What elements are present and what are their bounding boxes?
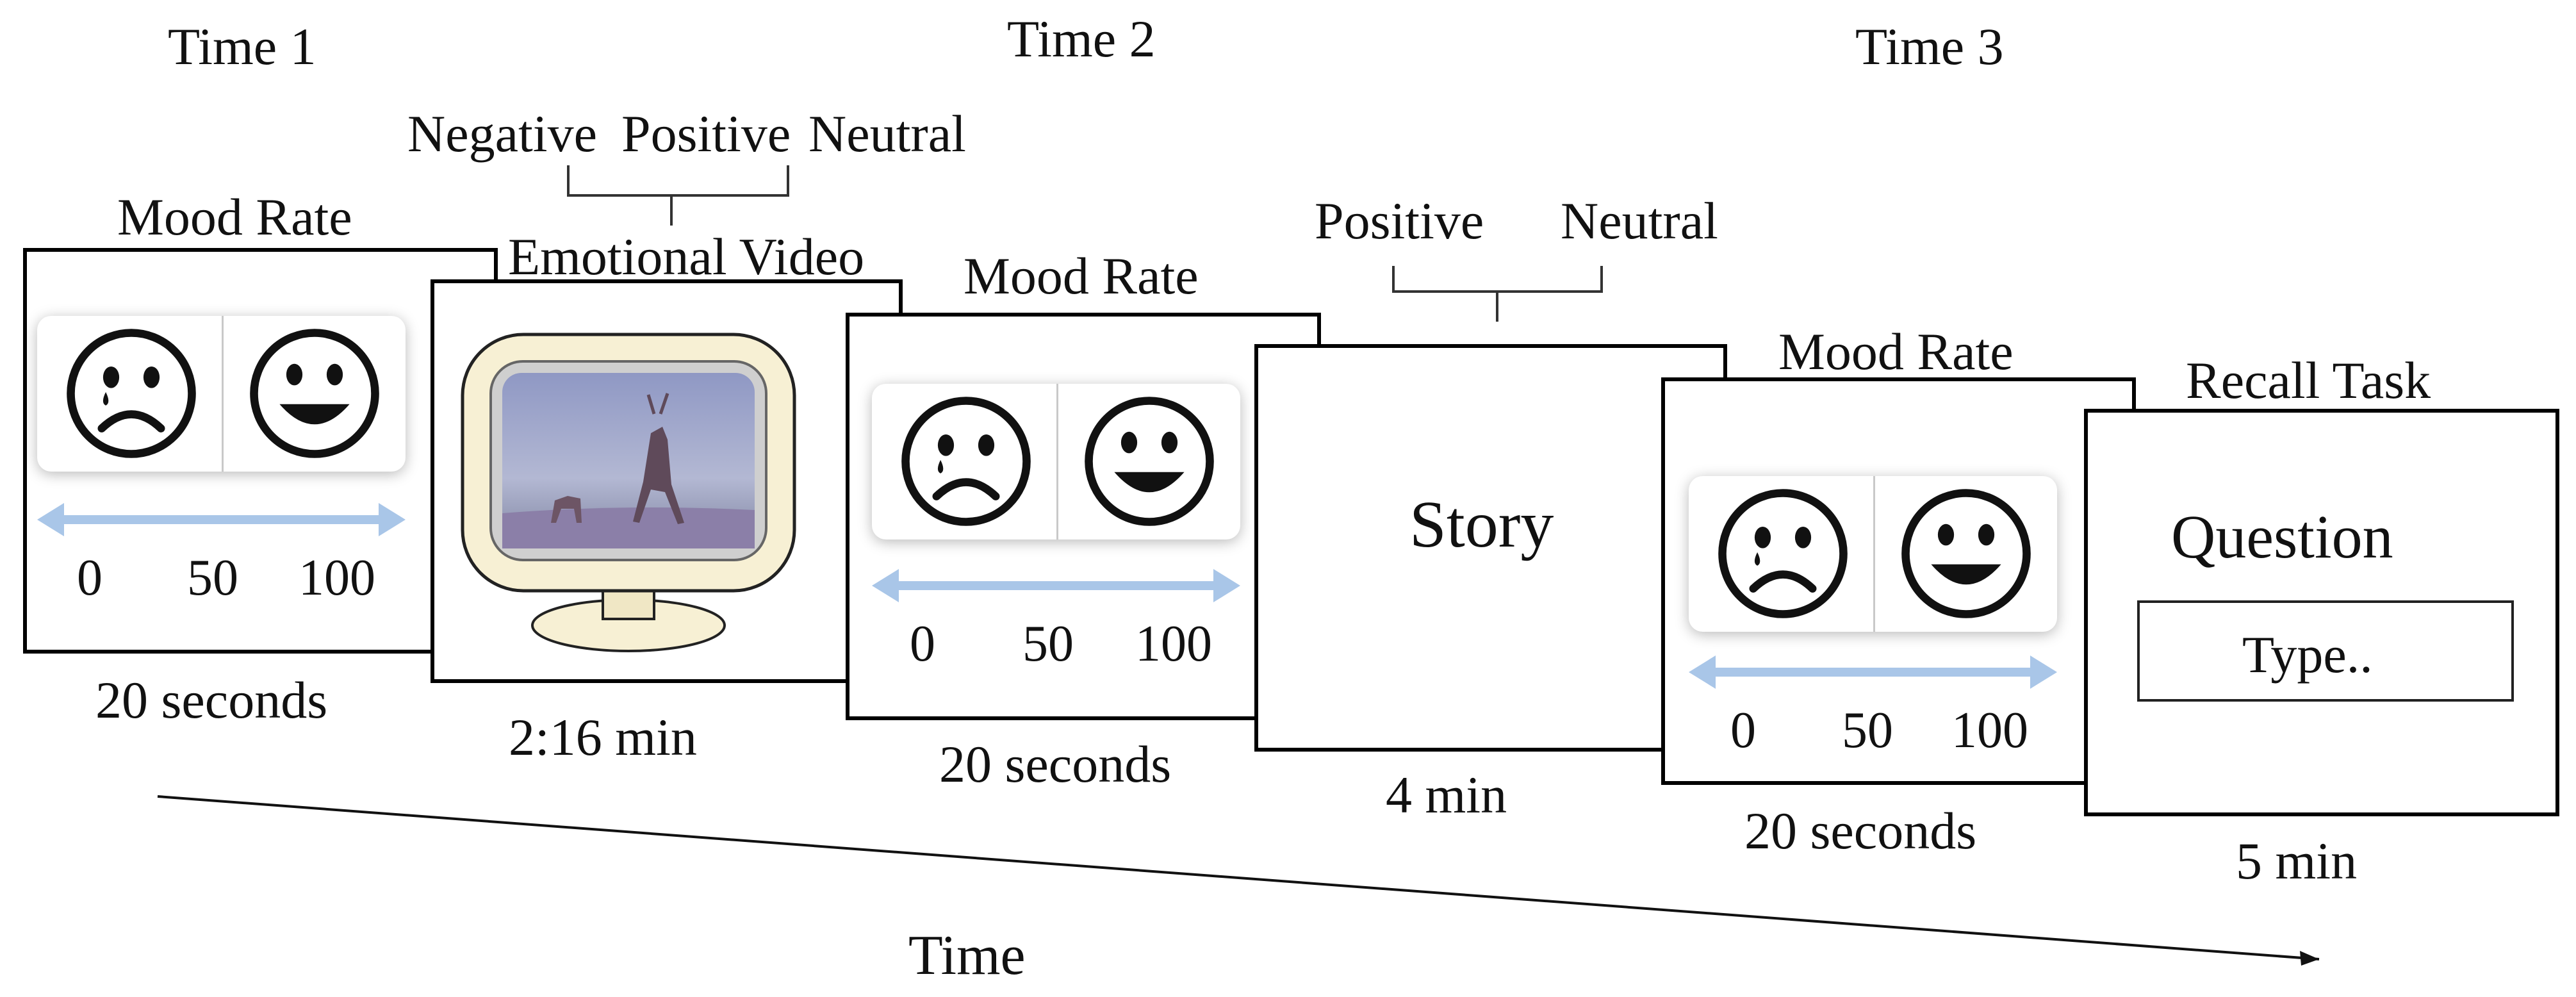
card-divider — [221, 316, 224, 472]
recall-input-placeholder: Type.. — [2242, 625, 2373, 684]
tick-50: 50 — [1022, 616, 1074, 672]
happy-face-icon — [250, 329, 379, 458]
recall-question: Question — [2171, 502, 2393, 571]
tick-100: 100 — [1135, 616, 1212, 672]
mood-rate-2-frame: 0 50 100 — [846, 313, 1321, 720]
monitor-icon — [461, 333, 796, 652]
mood-rate-3-frame: 0 50 100 — [1661, 377, 2136, 785]
mood-rate-2-label: Mood Rate — [964, 247, 1199, 305]
video-condition-neutral: Neutral — [808, 104, 966, 163]
scale-ticks: 0 50 100 — [27, 549, 502, 607]
scale-ticks: 0 50 100 — [849, 615, 1325, 673]
story-condition-positive: Positive — [1315, 192, 1484, 250]
time-3-label: Time 3 — [1855, 17, 2004, 76]
story-condition-neutral: Neutral — [1561, 192, 1718, 250]
time-1-label: Time 1 — [168, 17, 316, 76]
mood-rate-1-label: Mood Rate — [117, 188, 352, 246]
video-label: Emotional Video — [508, 227, 865, 286]
tick-100: 100 — [299, 550, 375, 606]
mood-rate-3-label: Mood Rate — [1778, 322, 2014, 381]
recall-task-label: Recall Task — [2186, 351, 2431, 409]
video-frame — [431, 279, 903, 683]
scale-arrow — [872, 569, 1240, 602]
mood-rate-1-frame: 0 50 100 — [23, 248, 498, 654]
tick-100: 100 — [1951, 702, 2028, 759]
tick-0: 0 — [1730, 702, 1756, 759]
video-condition-negative: Negative — [407, 104, 597, 163]
mood-rate-2-duration: 20 seconds — [939, 735, 1172, 793]
time-axis-label: Time — [908, 925, 1026, 987]
time-2-label: Time 2 — [1007, 10, 1156, 68]
card-divider — [1873, 476, 1875, 632]
mood-rate-3-card — [1689, 476, 2057, 632]
story-frame: Story — [1254, 344, 1727, 752]
mood-rate-1-card — [37, 316, 406, 472]
video-duration: 2:16 min — [509, 708, 697, 766]
scale-arrow — [1689, 655, 2057, 689]
recall-task-duration: 5 min — [2236, 832, 2358, 890]
card-divider — [1056, 384, 1058, 540]
scale-arrow — [37, 503, 406, 536]
tick-0: 0 — [910, 616, 935, 672]
recall-task-frame: Question Type.. — [2084, 409, 2559, 816]
mood-rate-3-duration: 20 seconds — [1744, 802, 1977, 860]
video-condition-positive: Positive — [621, 104, 791, 163]
recall-answer-input[interactable]: Type.. — [2137, 600, 2514, 702]
mood-rate-1-duration: 20 seconds — [95, 671, 328, 729]
tick-50: 50 — [1842, 702, 1893, 759]
tick-50: 50 — [187, 550, 238, 606]
tick-0: 0 — [77, 550, 103, 606]
happy-face-icon — [1901, 489, 2031, 618]
sad-face-icon — [901, 397, 1031, 526]
mood-rate-2-card — [872, 384, 1240, 540]
story-label: Story — [1409, 488, 1554, 561]
happy-face-icon — [1085, 397, 1214, 526]
scale-ticks: 0 50 100 — [1665, 702, 2140, 759]
sad-face-icon — [67, 329, 196, 458]
sad-face-icon — [1718, 489, 1848, 618]
story-duration: 4 min — [1386, 766, 1507, 824]
